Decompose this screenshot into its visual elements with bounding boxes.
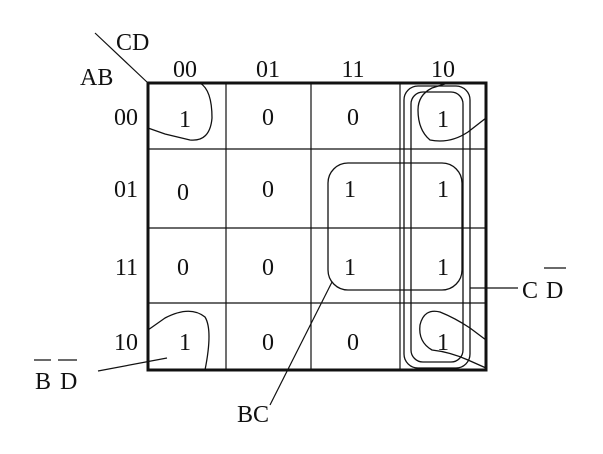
corner-diagonal — [94, 32, 149, 84]
cell-value: 0 — [262, 105, 274, 131]
cell-value: 0 — [262, 330, 274, 356]
corner-loop-top-right — [417, 82, 487, 142]
bc-label: BC — [237, 402, 269, 428]
cell-value: 0 — [177, 180, 189, 206]
column-headers: 00 01 11 10 — [173, 57, 455, 83]
row-header: 01 — [114, 177, 138, 203]
row-header: 10 — [114, 330, 138, 356]
map-grid — [146, 81, 488, 372]
row-variable-label: AB — [80, 65, 113, 91]
column-variable-label: CD — [116, 30, 149, 56]
corner-loop-bottom-right — [419, 310, 487, 369]
cell-value: 1 — [437, 330, 449, 356]
cd-label-first: C — [522, 278, 538, 304]
cell-value: 0 — [262, 255, 274, 281]
cd-group-outer-loop — [403, 85, 471, 369]
cell-value: 1 — [179, 107, 191, 133]
cell-value: 1 — [344, 177, 356, 203]
group-loops — [147, 82, 487, 371]
corner-loop-bottom-left — [147, 310, 210, 371]
group-labels: B D BC C D — [34, 267, 566, 428]
column-header: 10 — [431, 57, 455, 83]
cell-value: 1 — [437, 107, 449, 133]
cell-value: 0 — [177, 255, 189, 281]
bc-leader-line — [269, 281, 333, 406]
bc-group-loop — [327, 162, 463, 291]
cell-value: 1 — [437, 255, 449, 281]
column-header: 00 — [173, 57, 197, 83]
column-header: 01 — [256, 57, 280, 83]
cell-value: 1 — [437, 177, 449, 203]
bd-label-second: D — [60, 369, 77, 395]
bd-leader-line — [97, 357, 168, 372]
row-headers: 00 01 11 10 — [114, 105, 138, 356]
cell-value: 0 — [347, 330, 359, 356]
cell-value: 1 — [344, 255, 356, 281]
cd-label-second: D — [546, 278, 563, 304]
row-header: 11 — [115, 255, 138, 281]
cell-value: 0 — [347, 105, 359, 131]
cell-value: 1 — [179, 330, 191, 356]
map-border — [146, 81, 488, 372]
bd-label-first: B — [35, 369, 51, 395]
cell-value: 0 — [262, 177, 274, 203]
row-header: 00 — [114, 105, 138, 131]
cd-group-inner-loop — [410, 91, 464, 363]
cell-values: 1 0 0 1 0 0 1 1 0 0 1 1 1 0 0 1 — [177, 105, 449, 356]
column-header: 11 — [341, 57, 364, 83]
corner-loop-top-left — [147, 82, 213, 141]
